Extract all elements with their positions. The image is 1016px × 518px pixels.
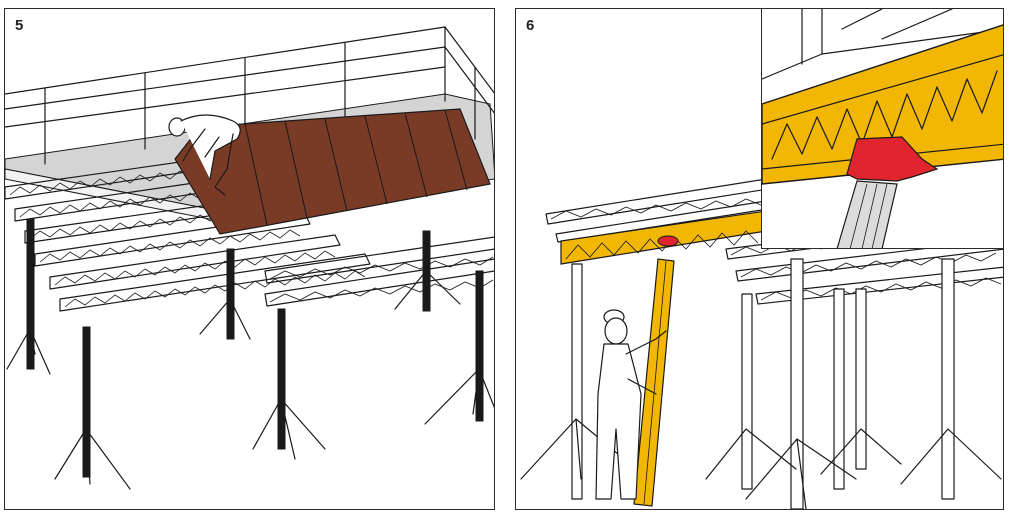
tripod-stand xyxy=(6,270,494,490)
detail-inset xyxy=(761,9,1003,249)
plywood-panels xyxy=(174,108,491,235)
step-number: 5 xyxy=(15,17,24,34)
props xyxy=(571,258,955,509)
worker-laying-panels xyxy=(168,114,241,196)
guardrail xyxy=(5,26,494,165)
step-5-drawing xyxy=(5,26,494,490)
illustration-step-5: 5 xyxy=(4,8,495,510)
illustration-step-6: 6 xyxy=(515,8,1004,510)
drop-head xyxy=(762,9,1003,248)
step-number: 6 xyxy=(526,17,535,34)
worker-placing-prop xyxy=(595,258,675,507)
tripod-stand xyxy=(520,418,1002,509)
step-6-drawing xyxy=(520,178,1003,509)
primary-beam xyxy=(560,210,767,265)
